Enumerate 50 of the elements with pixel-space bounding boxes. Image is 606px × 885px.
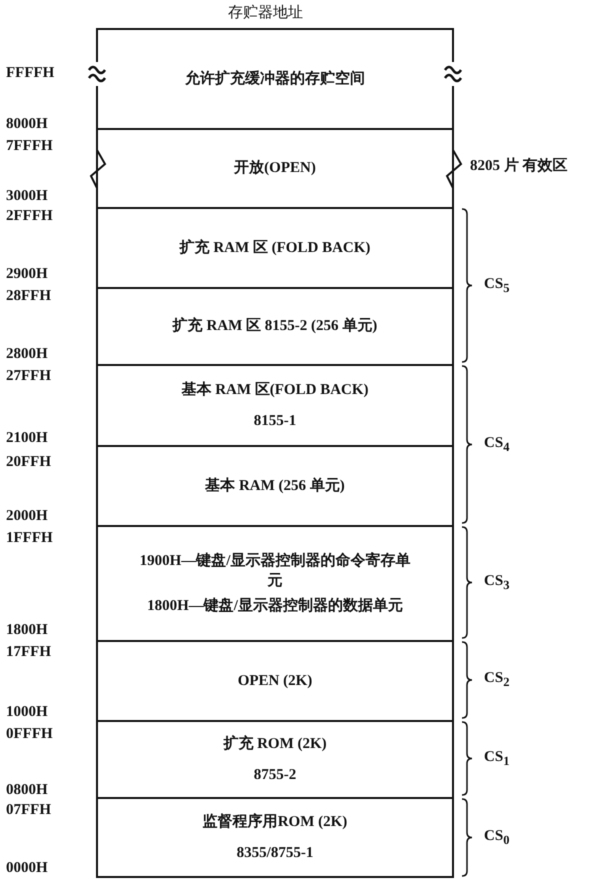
address-label: 0000H (6, 859, 48, 877)
chip-select-label: CS$_{1}$ (484, 748, 510, 770)
region-text: 监督程序用ROM (2K) (202, 812, 348, 832)
address-label: FFFFH (6, 64, 54, 82)
address-label: 1000H (6, 703, 48, 721)
address-label: 3000H (6, 187, 48, 205)
address-label: 2000H (6, 507, 48, 525)
region-text: 扩充 RAM 区 8155-2 (256 单元) (172, 316, 378, 336)
region-text: 基本 RAM (256 单元) (205, 476, 345, 496)
region-text: 扩充 ROM (2K) (223, 734, 327, 754)
address-label: 8000H (6, 115, 48, 133)
region-text: 1800H—键盘/显示器控制器的数据单元 (147, 596, 403, 616)
region-text: 允许扩充缓冲器的存贮空间 (185, 69, 365, 89)
address-label: 2900H (6, 265, 48, 283)
memory-region (96, 797, 454, 878)
region-text: 开放(OPEN) (234, 158, 316, 178)
region-text: 1900H—键盘/显示器控制器的命令寄存单元 (138, 551, 412, 592)
address-label: 28FFH (6, 287, 51, 305)
chip-select-label: CS$_{3}$ (484, 572, 510, 594)
side-note: 8205 片 有效区 (470, 157, 568, 175)
address-label: 2100H (6, 429, 48, 447)
memory-region (96, 720, 454, 797)
region-text: 8755-2 (254, 766, 296, 784)
memory-region (96, 525, 454, 640)
chip-select-label: CS$_{4}$ (484, 434, 510, 456)
region-text: 8355/8755-1 (236, 844, 314, 862)
address-label: 1800H (6, 621, 48, 639)
memory-region (96, 364, 454, 445)
memory-region (96, 287, 454, 364)
region-text: 基本 RAM 区(FOLD BACK) (181, 380, 369, 400)
address-label: 0FFFH (6, 725, 53, 743)
memory-region (96, 640, 454, 720)
address-label: 2800H (6, 345, 48, 363)
axis-title: 存贮器地址 (228, 4, 303, 22)
chip-select-label: CS$_{0}$ (484, 826, 510, 848)
address-label: 17FFH (6, 643, 51, 661)
address-label: 1FFFH (6, 529, 53, 547)
address-label: 07FFH (6, 801, 51, 819)
address-label: 2FFFH (6, 207, 53, 225)
region-text: OPEN (2K) (238, 672, 312, 691)
memory-region (96, 207, 454, 287)
chip-select-label: CS$_{5}$ (484, 274, 510, 296)
region-text: 8155-1 (254, 412, 296, 430)
chip-select-label: CS$_{2}$ (484, 669, 510, 691)
memory-region (96, 445, 454, 525)
address-label: 27FFH (6, 367, 51, 385)
region-text: 扩充 RAM 区 (FOLD BACK) (180, 238, 370, 258)
address-label: 0800H (6, 781, 48, 799)
address-label: 20FFH (6, 453, 51, 471)
address-label: 7FFFH (6, 137, 53, 155)
